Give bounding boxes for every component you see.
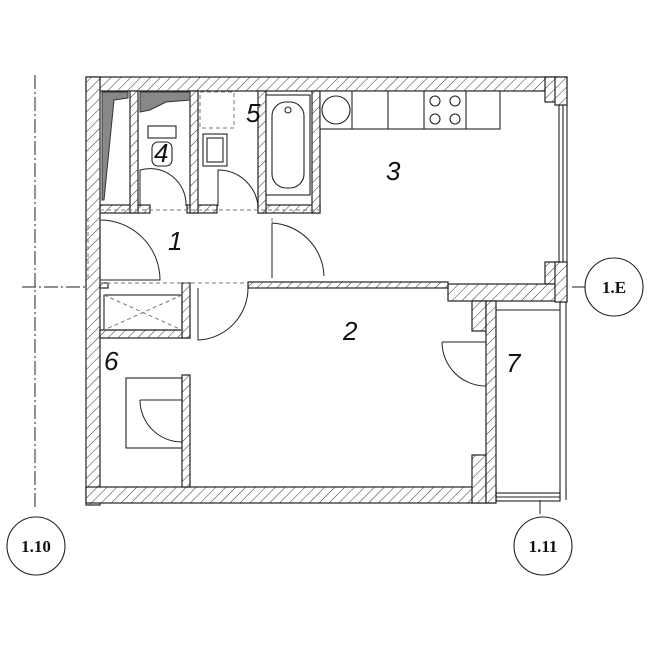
corridor-openings — [87, 209, 320, 284]
toilet — [151, 141, 173, 167]
axis-label-1-11: 1.11 — [529, 537, 558, 556]
axis-bubble-1-10: 1.10 — [6, 516, 66, 576]
axis-lines — [22, 75, 585, 520]
washing-machine — [199, 91, 235, 129]
room-label-7: 7 — [506, 348, 522, 378]
kitchen-window — [554, 76, 568, 303]
room-label-3: 3 — [386, 156, 401, 186]
vent-shaft — [101, 91, 129, 201]
room-label-4: 4 — [154, 138, 168, 168]
doors — [99, 168, 487, 443]
interior-partitions — [99, 90, 449, 488]
kitchen-sink — [321, 95, 351, 125]
room-labels: 1 2 3 4 5 6 7 — [104, 98, 522, 378]
vent-shaft-2 — [139, 91, 191, 113]
storage-closet — [103, 294, 183, 331]
room-label-2: 2 — [342, 316, 358, 346]
kitchen-counter — [319, 90, 501, 130]
axis-label-1-e: 1.E — [602, 278, 626, 297]
axis-bubble-1-e: 1.E — [584, 257, 644, 317]
room-label-5: 5 — [246, 98, 261, 128]
bathroom-fixtures — [101, 91, 311, 201]
exterior-walls — [85, 76, 560, 506]
axis-bubble-1-11: 1.11 — [513, 516, 573, 576]
wardrobe — [125, 377, 183, 449]
balcony-outline — [495, 302, 567, 502]
room-label-1: 1 — [168, 226, 182, 256]
room-label-6: 6 — [104, 346, 119, 376]
stove-burners — [429, 95, 461, 125]
axis-label-1-10: 1.10 — [21, 537, 51, 556]
